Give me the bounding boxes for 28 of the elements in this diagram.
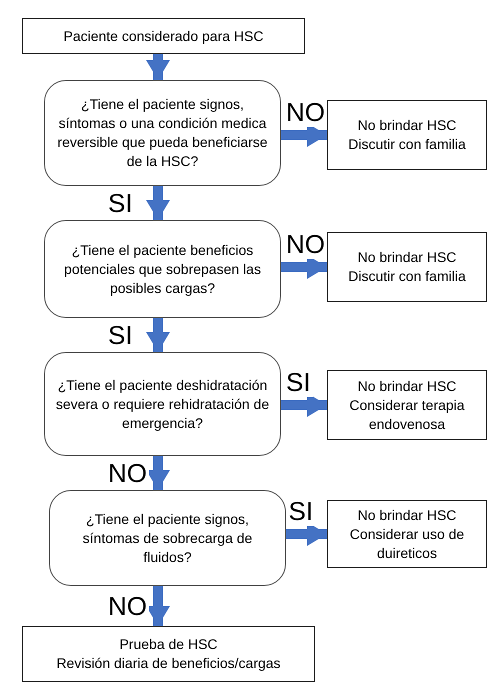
- node-text: Paciente considerado para HSC: [63, 26, 264, 46]
- outcome-box: [327, 500, 487, 568]
- node-text: Discutir con familia: [348, 135, 466, 154]
- node-text: Considerar uso de duireticos: [348, 524, 466, 562]
- node-text: Revisión diaria de beneficios/cargas: [56, 654, 281, 673]
- node-text: Considerar terapia endovenosa: [348, 396, 466, 434]
- decision-box: [44, 80, 281, 186]
- decision-box: [49, 490, 286, 586]
- node-text: No brindar HSC: [358, 116, 456, 135]
- arrow: [146, 186, 170, 220]
- node-text: No brindar HSC: [358, 248, 456, 267]
- node-text: ¿Tiene el paciente deshidratación severa o requiere rehidratación de emergencia?: [54, 376, 270, 432]
- decision-box: [44, 220, 281, 318]
- node-text: No brindar HSC: [358, 506, 456, 524]
- arrow: [146, 318, 170, 352]
- node-text: ¿Tiene el paciente signos, síntomas o una condición medica reversible que pueda beneficiarse de la HSC?: [56, 95, 269, 171]
- node-text: Prueba de HSC: [119, 635, 218, 654]
- outcome-box: [327, 370, 487, 440]
- process-box: [22, 18, 305, 54]
- node-text: No brindar HSC: [358, 376, 456, 396]
- outcome-box: [327, 100, 487, 170]
- outcome-box: [327, 232, 487, 302]
- process-box: [22, 626, 315, 682]
- arrow: [146, 54, 170, 80]
- decision-box: [44, 352, 281, 456]
- node-text: ¿Tiene el paciente beneficios potenciales que sobrepasen las posibles cargas?: [63, 240, 262, 298]
- node-text: Discutir con familia: [348, 267, 466, 286]
- node-text: ¿Tiene el paciente signos, síntomas de sobrecarga de fluidos?: [82, 510, 254, 566]
